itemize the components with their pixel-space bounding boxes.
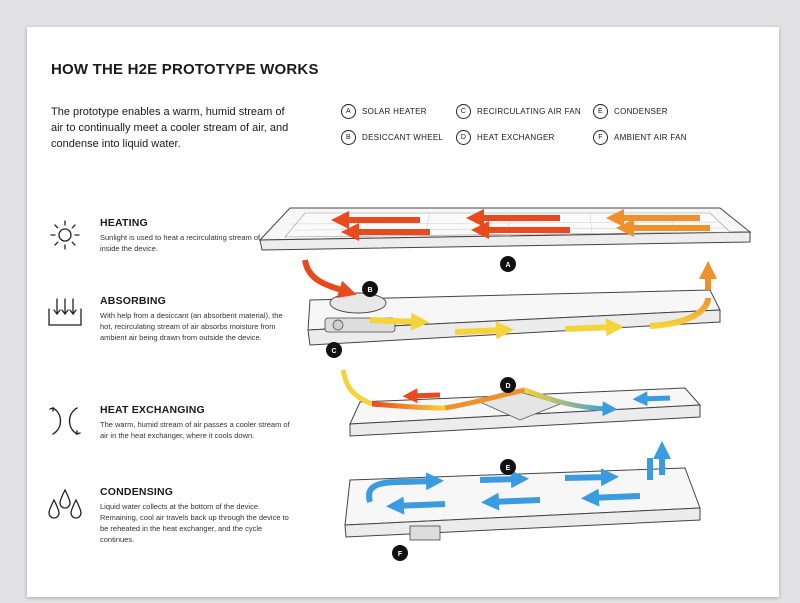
desiccant-airflow-arrows xyxy=(302,259,717,340)
heat-exchanger-layer xyxy=(349,387,702,437)
diagram-badge-f: F xyxy=(392,545,408,561)
droplets-icon xyxy=(48,488,82,519)
diagram-badge-a: A xyxy=(500,256,516,272)
step-heading: HEAT EXCHANGING xyxy=(100,404,205,416)
legend-label: DESICCANT WHEEL xyxy=(362,133,444,142)
legend-label: AMBIENT AIR FAN xyxy=(614,133,687,142)
legend-label: HEAT EXCHANGER xyxy=(477,133,555,142)
step-heating: HEATING Sunlight is used to heat a recir… xyxy=(45,217,271,277)
desiccant-layer xyxy=(307,289,721,346)
legend-badge: A xyxy=(341,104,356,119)
step-description: Liquid water collects at the bottom of t… xyxy=(100,502,289,544)
legend-label: CONDENSER xyxy=(614,107,668,116)
legend-item-recirculating-air-fan: C RECIRCULATING AIR FAN xyxy=(456,104,581,119)
legend-item-condenser: E CONDENSER xyxy=(593,104,668,119)
component-legend: A SOLAR HEATER B DESICCANT WHEEL C RECIR… xyxy=(341,104,721,154)
legend-item-ambient-air-fan: F AMBIENT AIR FAN xyxy=(593,130,687,145)
step-heading: ABSORBING xyxy=(100,295,166,307)
step-condensing: CONDENSING Liquid water collects at the … xyxy=(45,486,289,566)
legend-item-desiccant-wheel: B DESICCANT WHEEL xyxy=(341,130,443,145)
legend-label: SOLAR HEATER xyxy=(362,107,427,116)
step-description: The warm, humid stream of air passes a c… xyxy=(100,420,290,440)
step-absorbing: ABSORBING With help from a desiccant (an… xyxy=(45,295,283,375)
intro-text: The prototype enables a warm, humid stre… xyxy=(51,106,289,150)
badge-letter: E xyxy=(506,465,511,472)
step-description: Sunlight is used to heat a recirculating… xyxy=(100,233,271,253)
absorb-arrows-icon xyxy=(48,298,82,326)
diagram-badge-b: B xyxy=(362,281,378,297)
exchange-icon xyxy=(49,407,81,435)
legend-badge: F xyxy=(593,130,608,145)
legend-item-solar-heater: A SOLAR HEATER xyxy=(341,104,427,119)
badge-letter: F xyxy=(398,551,403,558)
legend-badge: D xyxy=(456,130,471,145)
exchanger-airflow-arrows xyxy=(340,369,671,417)
step-heading: CONDENSING xyxy=(100,486,174,498)
diagram-badge-d: D xyxy=(500,377,516,393)
legend-badge: C xyxy=(456,104,471,119)
legend-item-heat-exchanger: D HEAT EXCHANGER xyxy=(456,130,555,145)
badge-letter: A xyxy=(505,262,510,269)
page-title: HOW THE H2E PROTOTYPE WORKS xyxy=(51,61,319,78)
heater-airflow-arrows xyxy=(331,209,710,241)
step-description: With help from a desiccant (an absorbent… xyxy=(100,311,283,342)
diagram-badge-e: E xyxy=(500,459,516,475)
badge-letter: B xyxy=(367,287,372,294)
diagram-badge-c: C xyxy=(326,342,342,358)
exploded-device-diagram: A B C D E F xyxy=(258,207,752,561)
sun-icon xyxy=(50,220,80,250)
legend-label: RECIRCULATING AIR FAN xyxy=(477,107,581,116)
legend-badge: B xyxy=(341,130,356,145)
badge-letter: D xyxy=(505,383,510,390)
badge-letter: C xyxy=(331,348,336,355)
condenser-airflow-arrows xyxy=(366,441,671,515)
legend-badge: E xyxy=(593,104,608,119)
step-heat-exchanging: HEAT EXCHANGING The warm, humid stream o… xyxy=(45,404,290,464)
step-heading: HEATING xyxy=(100,217,148,229)
